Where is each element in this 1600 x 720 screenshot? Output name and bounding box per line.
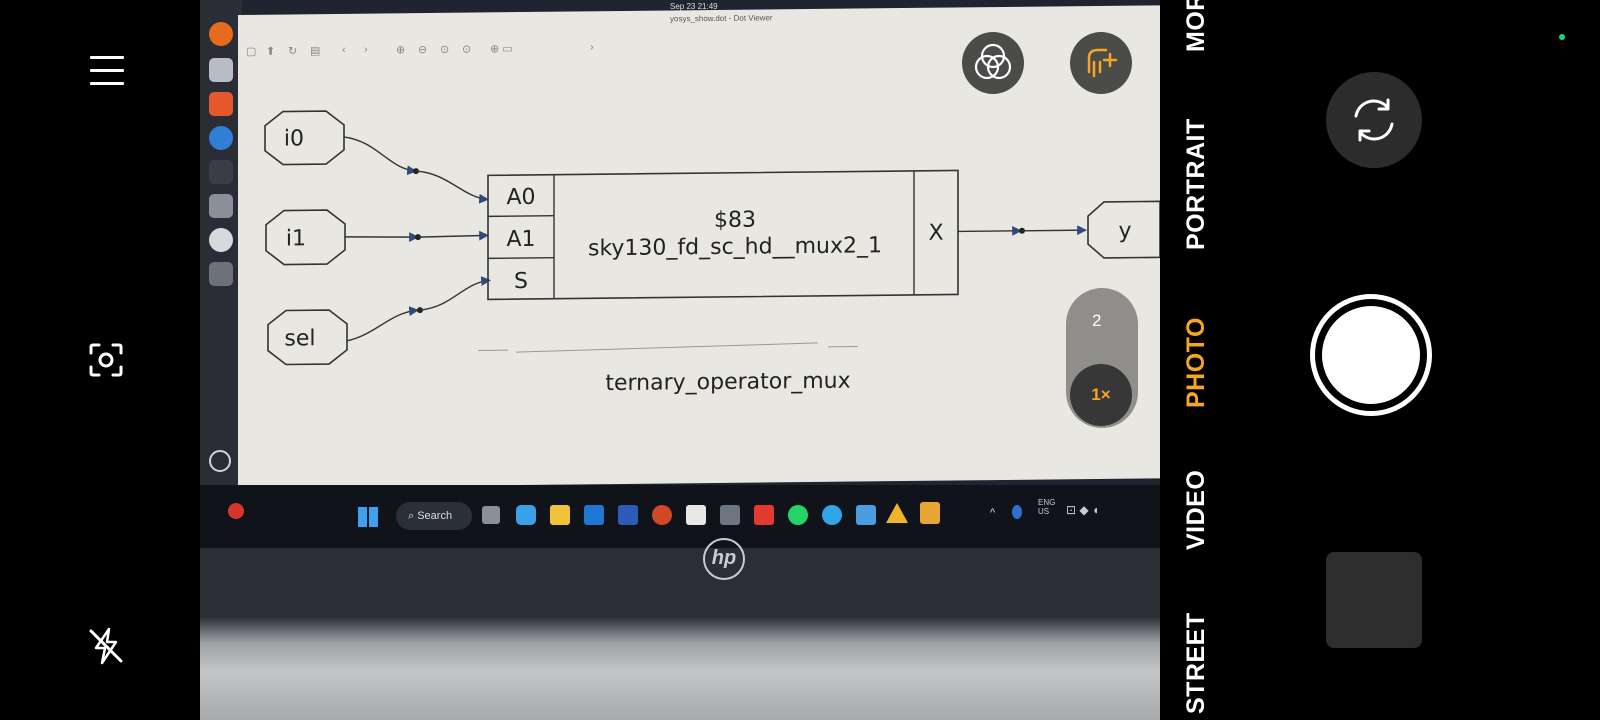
edge-app-icon[interactable] xyxy=(754,505,774,525)
input-node-sel[interactable]: sel xyxy=(267,309,348,366)
weather-icon[interactable] xyxy=(228,503,244,519)
task-view-icon[interactable] xyxy=(482,506,500,524)
mode-portrait[interactable]: PORTRAIT xyxy=(1182,118,1210,250)
taskbar-search[interactable]: ⌕ Search xyxy=(396,502,472,530)
privacy-indicator-dot xyxy=(1559,34,1565,40)
bluetooth-icon[interactable] xyxy=(1012,505,1022,519)
firefox-icon[interactable] xyxy=(209,22,233,46)
shutter-button-inner xyxy=(1322,306,1420,404)
mode-photo[interactable]: PHOTO xyxy=(1182,317,1210,408)
taskbar-search-label: Search xyxy=(417,510,453,522)
disc-icon[interactable] xyxy=(209,228,233,252)
files-icon[interactable] xyxy=(209,58,233,82)
input-node-i0[interactable]: i0 xyxy=(264,110,345,166)
port-a1: A1 xyxy=(506,227,535,252)
cell-id: $83 xyxy=(714,208,756,233)
store-icon[interactable] xyxy=(686,505,706,525)
switch-camera-icon[interactable] xyxy=(1326,72,1422,168)
netlist-diagram: i0 i1 sel xyxy=(264,110,1160,397)
input-label-i1: i1 xyxy=(286,226,306,251)
settings-icon[interactable] xyxy=(209,194,233,218)
language-code: ENG xyxy=(1038,498,1056,507)
camera-preview: Sep 23 21:49 yosys_show.dot - Dot Viewer… xyxy=(200,0,1160,720)
vscode-icon[interactable] xyxy=(856,505,876,525)
mode-more[interactable]: MORE xyxy=(1182,0,1210,52)
focus-icon[interactable] xyxy=(88,342,124,378)
filters-icon[interactable] xyxy=(962,32,1024,94)
port-s: S xyxy=(514,269,528,294)
browser-icon[interactable] xyxy=(822,505,842,525)
wire-y xyxy=(958,225,1022,236)
powerpoint-icon[interactable] xyxy=(652,505,672,525)
tray-chevron-icon[interactable]: ^ xyxy=(990,507,996,519)
warning-app-icon[interactable] xyxy=(886,503,908,523)
app-icon[interactable] xyxy=(720,505,740,525)
system-tray-icons[interactable]: ⊡ ◆ ◖ xyxy=(1066,503,1100,517)
port-a0: A0 xyxy=(506,185,535,210)
input-label-sel: sel xyxy=(284,326,315,351)
word-icon[interactable] xyxy=(618,505,638,525)
topbar-clock: Sep 23 21:49 xyxy=(670,2,718,11)
wire-sel xyxy=(346,306,419,342)
zoom-1x-button[interactable]: 1× xyxy=(1070,364,1132,426)
port-x: X xyxy=(928,221,943,246)
laptop-body xyxy=(200,548,1160,720)
menu-icon[interactable] xyxy=(90,56,124,86)
outlook-icon[interactable] xyxy=(584,505,604,525)
cell-type: sky130_fd_sc_hd__mux2_1 xyxy=(588,233,882,261)
output-label-y: y xyxy=(1118,219,1131,244)
hp-logo: hp xyxy=(703,538,745,580)
flash-off-icon[interactable] xyxy=(86,626,126,666)
language-region: US xyxy=(1038,507,1050,516)
input-node-i1[interactable]: i1 xyxy=(265,209,346,266)
copilot-icon[interactable] xyxy=(516,505,536,525)
mode-street[interactable]: STREET xyxy=(1182,612,1210,714)
apps-grid-icon[interactable] xyxy=(209,450,231,472)
trash-icon[interactable] xyxy=(209,262,233,286)
ubuntu-dock xyxy=(200,0,242,485)
help-icon[interactable] xyxy=(209,126,233,150)
output-node-y[interactable]: y xyxy=(1087,200,1160,259)
wire-i0 xyxy=(343,136,417,176)
input-label-i0: i0 xyxy=(284,126,304,151)
whatsapp-icon[interactable] xyxy=(788,505,808,525)
shutter-button[interactable] xyxy=(1310,294,1432,416)
module-name: ternary_operator_mux xyxy=(605,369,850,397)
terminal-icon[interactable] xyxy=(209,160,233,184)
software-icon[interactable] xyxy=(209,92,233,116)
mode-video[interactable]: VIDEO xyxy=(1182,469,1210,550)
wire-i1 xyxy=(344,232,419,242)
file-explorer-icon[interactable] xyxy=(550,505,570,525)
dot-viewer-window: yosys_show.dot - Dot Viewer ▢ ⬆ ↻ ▤ ‹ › … xyxy=(238,5,1160,489)
paint-icon[interactable] xyxy=(920,502,940,524)
start-icon[interactable] xyxy=(358,507,378,527)
ai-scene-icon[interactable] xyxy=(1070,32,1132,94)
gallery-thumbnail[interactable] xyxy=(1326,552,1422,648)
mux-cell[interactable]: A0 A1 S $83 sky130_fd_sc_hd__mux2_1 X xyxy=(487,169,959,301)
zoom-2x-button[interactable]: 2 xyxy=(1092,311,1102,330)
